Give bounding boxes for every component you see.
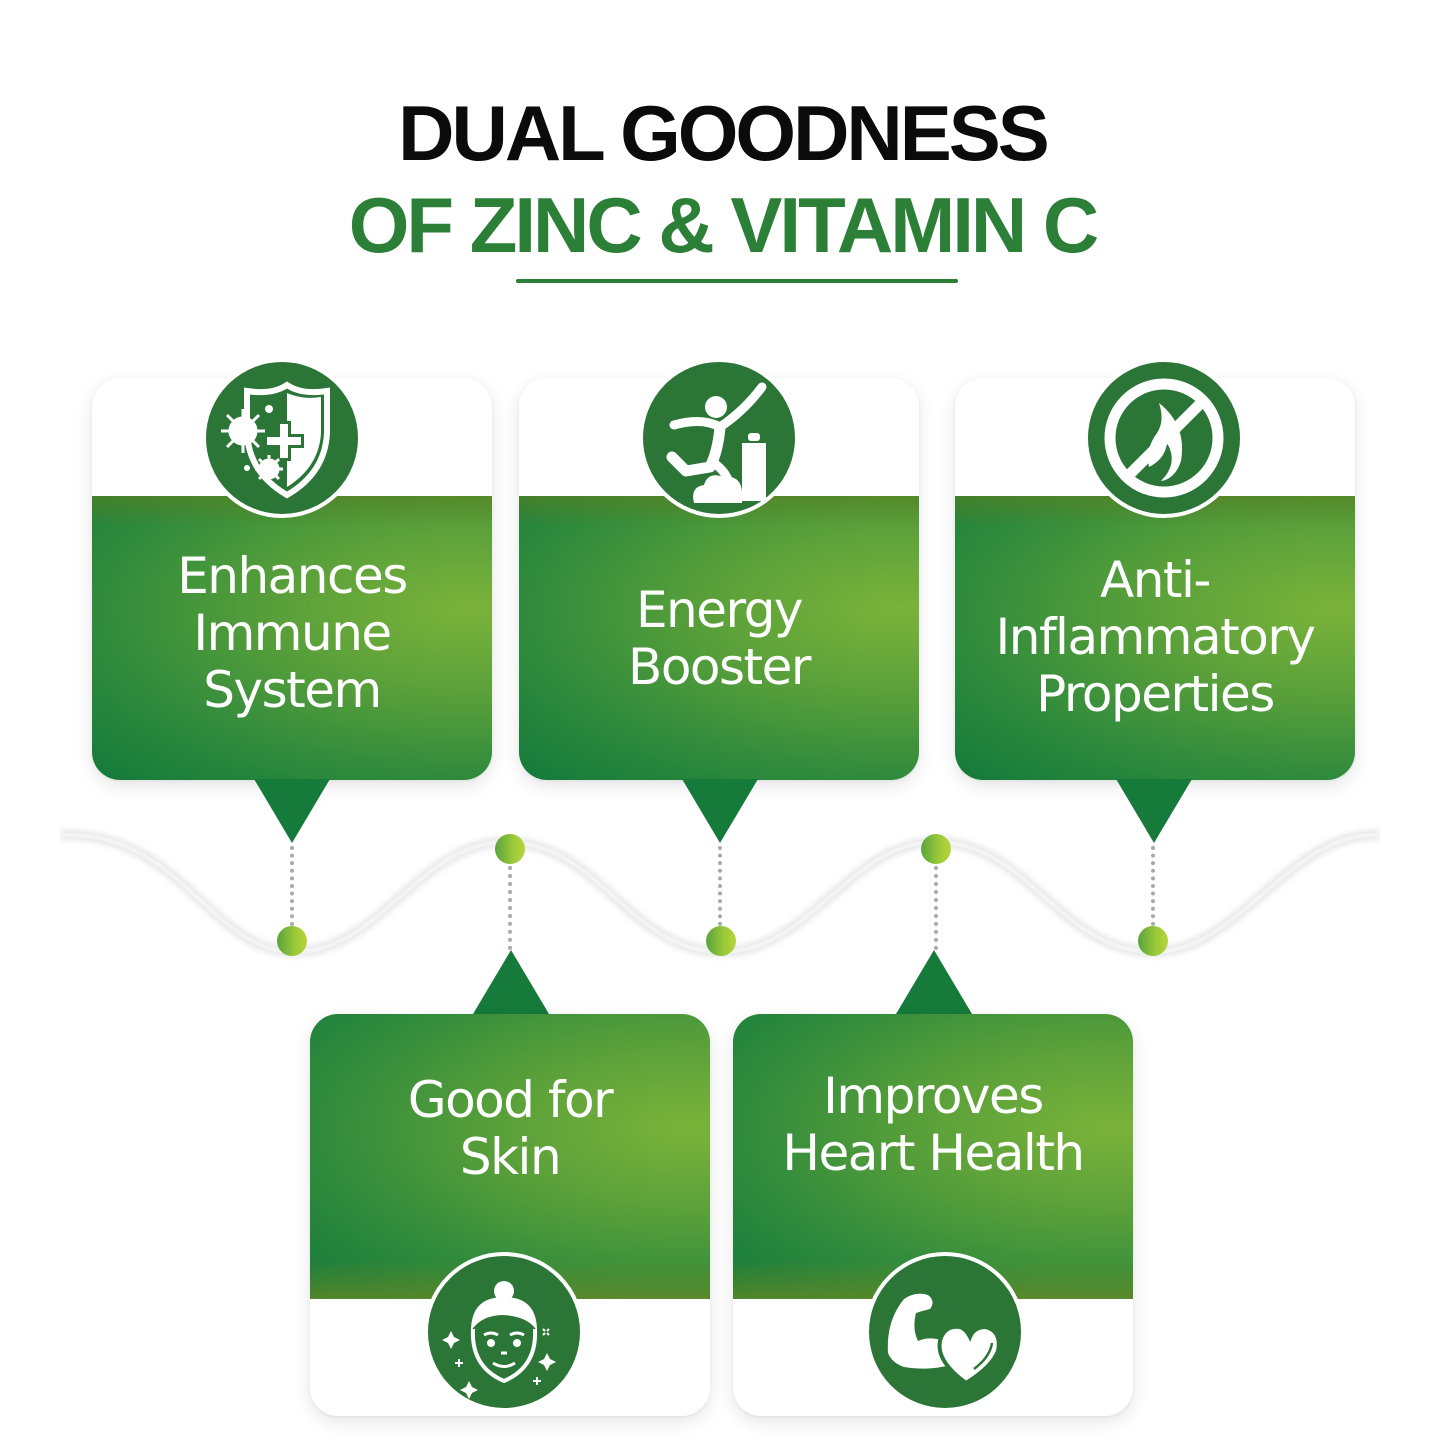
benefit-label: Improves Heart Health <box>782 1067 1085 1182</box>
connector-dotted-line <box>718 846 726 926</box>
card-gradient-panel: Good for Skin <box>310 1014 710 1299</box>
benefit-label: Anti- Inflammatory Properties <box>995 551 1316 723</box>
benefit-label: Energy Booster <box>628 581 811 696</box>
energy-jump-icon <box>639 358 799 518</box>
headline-line-1: DUAL GOODNESS <box>398 89 1050 177</box>
card-pointer <box>896 950 972 1014</box>
immune-shield-icon <box>202 358 362 518</box>
connector-bead <box>1138 926 1168 956</box>
card-gradient-panel: Enhances Immune System <box>92 496 492 780</box>
card-gradient-panel: Improves Heart Health <box>733 1014 1133 1299</box>
connector-dotted-line <box>290 846 298 926</box>
connector-bead <box>277 926 307 956</box>
connector-dotted-line <box>934 866 942 950</box>
card-pointer <box>682 779 758 843</box>
headline-line-2: OF ZINC & VITAMIN C <box>348 181 1100 269</box>
card-gradient-panel: Energy Booster <box>519 496 919 780</box>
connector-dotted-line <box>508 866 516 950</box>
benefit-label: Good for Skin <box>407 1071 614 1186</box>
card-pointer <box>1116 779 1192 843</box>
connector-bead <box>706 926 736 956</box>
benefit-label: Enhances Immune System <box>177 547 408 719</box>
card-pointer <box>473 950 549 1014</box>
glowing-skin-face-icon <box>424 1252 584 1412</box>
connector-bead <box>495 834 525 864</box>
card-gradient-panel: Anti- Inflammatory Properties <box>955 496 1355 780</box>
no-inflammation-icon <box>1084 358 1244 518</box>
headline-divider <box>516 279 958 283</box>
benefit-card-skin: Good for Skin <box>310 1014 710 1416</box>
muscle-heart-icon <box>865 1252 1025 1412</box>
connector-dotted-line <box>1151 846 1159 926</box>
benefit-card-heart: Improves Heart Health <box>733 1014 1133 1416</box>
connector-bead <box>921 834 951 864</box>
card-pointer <box>254 779 330 843</box>
